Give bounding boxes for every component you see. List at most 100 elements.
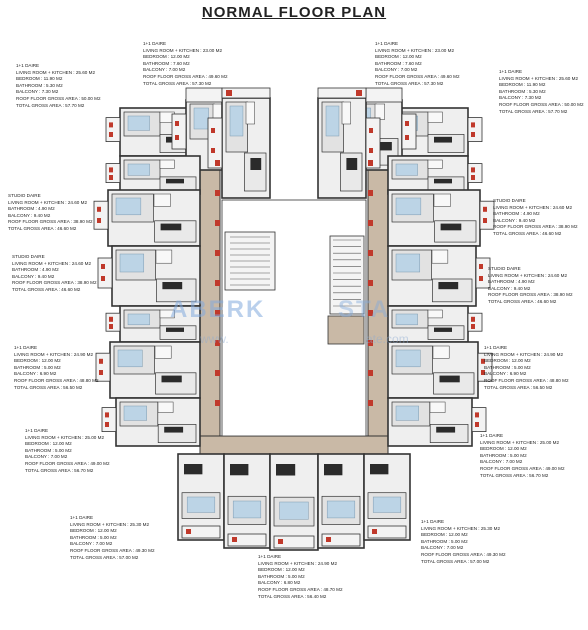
accent-chair <box>109 175 113 180</box>
accent-chair <box>109 316 113 322</box>
door-mark <box>368 370 373 376</box>
page-title: NORMAL FLOOR PLAN <box>201 4 387 21</box>
sofa <box>166 327 184 332</box>
stair-core-right <box>329 235 365 315</box>
unit-label-left-3: STUDIO DAIRE LIVING ROOM + KITCHEN : 24.… <box>12 254 97 292</box>
bed <box>395 197 422 216</box>
bed <box>115 197 142 216</box>
bed <box>395 405 419 421</box>
room-bathroom <box>157 401 174 413</box>
accent-chair <box>109 122 113 128</box>
door-mark <box>368 190 373 196</box>
sofa <box>162 282 183 290</box>
sofa <box>230 464 249 476</box>
watermark-left: ABERK <box>170 296 266 323</box>
room-bathroom <box>431 249 449 264</box>
bed <box>326 500 356 519</box>
unit-label-left-5: 1+1 DAIRE LIVING ROOM + KITCHEN : 25.00 … <box>25 428 110 473</box>
unit-label-bottom-center: 1+1 DAIRE LIVING ROOM + KITCHEN : 24.90 … <box>258 554 343 599</box>
accent-chair <box>483 218 487 223</box>
accent-chair <box>479 276 483 281</box>
room-bathroom <box>153 193 171 207</box>
balcony-top-left-2 <box>221 87 271 99</box>
sofa <box>438 282 459 290</box>
elevator-lobby <box>327 315 365 345</box>
accent-chair <box>211 148 215 153</box>
bed <box>395 253 421 273</box>
door-mark <box>215 280 220 286</box>
room-bathroom <box>245 101 255 125</box>
sofa <box>250 158 262 170</box>
sofa <box>164 426 184 433</box>
unit-label-bottom-right: 1+1 DAIRE LIVING ROOM + KITCHEN : 25.30 … <box>421 519 506 564</box>
watermark-sub-right: ate.com <box>366 332 409 346</box>
corridor-bottom <box>199 435 389 455</box>
unit-label-top-left: 1+1 DAIRE LIVING ROOM + KITCHEN : 23.00 … <box>143 41 228 86</box>
bed <box>229 105 244 137</box>
sofa <box>184 464 203 475</box>
unit-label-top-right: 1+1 DAIRE LIVING ROOM + KITCHEN : 23.00 … <box>375 41 460 86</box>
room-bathroom <box>155 249 173 264</box>
room-bathroom <box>427 111 443 123</box>
accent-chair <box>405 135 409 140</box>
sofa <box>434 136 452 143</box>
sofa <box>160 223 182 231</box>
accent-chair <box>109 324 113 329</box>
sofa <box>276 464 296 476</box>
door-mark <box>215 340 220 346</box>
door-mark <box>215 370 220 376</box>
accent-chair <box>326 537 331 542</box>
room-bathroom <box>427 159 443 169</box>
accent-chair <box>97 206 101 212</box>
balcony <box>471 407 487 433</box>
corridor-left <box>199 144 221 439</box>
accent-chair <box>369 148 373 153</box>
watermark-right: STA <box>338 296 391 323</box>
unit-label-right-3: STUDIO DAIRE LIVING ROOM + KITCHEN : 24.… <box>488 266 573 304</box>
room-bathroom <box>429 401 446 413</box>
accent-chair <box>369 128 373 133</box>
balcony <box>479 200 495 230</box>
room-bathroom <box>159 309 175 319</box>
accent-chair <box>372 529 377 534</box>
sofa <box>439 375 460 383</box>
accent-chair <box>99 358 103 364</box>
door-mark <box>368 340 373 346</box>
room-bathroom <box>341 101 351 125</box>
accent-chair <box>405 121 409 126</box>
sofa <box>166 178 184 184</box>
balcony <box>171 113 187 150</box>
door-mark <box>215 250 220 256</box>
sofa <box>324 464 343 476</box>
bed <box>395 349 421 368</box>
unit-label-right-1: 1+1 DAIRE LIVING ROOM + KITCHEN : 25.60 … <box>499 69 584 114</box>
sofa <box>346 158 358 170</box>
door-mark <box>368 160 373 166</box>
accent-chair <box>471 132 475 137</box>
balcony <box>467 117 483 142</box>
unit-label-left-1: 1+1 DAIRE LIVING ROOM + KITCHEN : 25.60 … <box>16 63 101 108</box>
room-bathroom <box>433 193 451 207</box>
unit-label-right-5: 1+1 DAIRE LIVING ROOM + KITCHEN : 25.00 … <box>480 433 565 478</box>
accent-chair <box>101 264 105 269</box>
bed <box>232 500 262 519</box>
bed <box>127 313 150 326</box>
door-mark <box>368 250 373 256</box>
accent-chair <box>109 167 113 173</box>
accent-chair <box>483 206 487 212</box>
unit-label-right-2: STUDIO DAIRE LIVING ROOM + KITCHEN : 24.… <box>493 198 578 236</box>
bed <box>395 163 418 176</box>
accent-chair <box>175 135 179 140</box>
accent-chair <box>471 175 475 180</box>
sofa <box>434 327 452 332</box>
accent-chair <box>356 90 362 96</box>
door-mark <box>368 220 373 226</box>
accent-chair <box>109 132 113 137</box>
sofa <box>379 142 392 151</box>
door-mark <box>215 310 220 316</box>
bed <box>127 163 150 176</box>
balcony <box>181 525 221 539</box>
sofa <box>436 426 456 433</box>
bed <box>193 107 209 130</box>
